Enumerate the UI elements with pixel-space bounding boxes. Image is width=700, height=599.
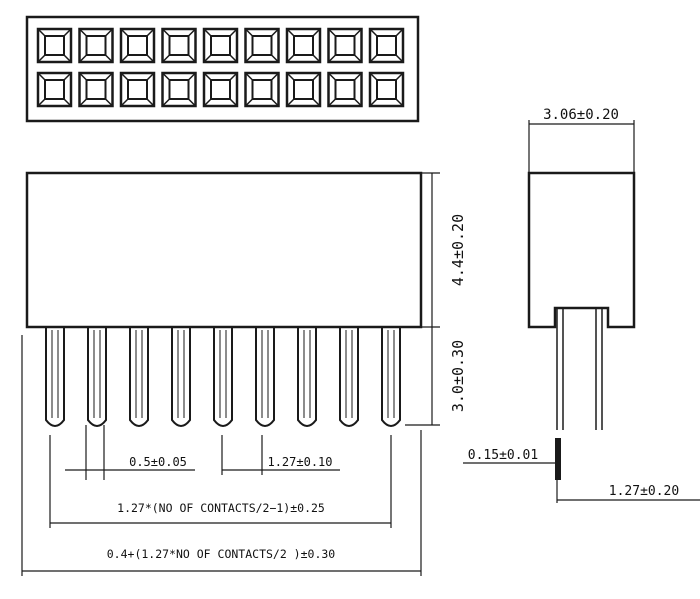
overall-length-label: 0.4+(1.27*NO OF CONTACTS/2 )±0.30: [107, 547, 336, 561]
pin: [129, 327, 149, 427]
contact-cell: [78, 27, 114, 64]
row-spacing-label: 1.27±0.20: [609, 484, 679, 499]
pin: [339, 327, 359, 427]
contact-cell: [244, 27, 280, 64]
pin: [45, 327, 65, 427]
pin: [255, 327, 275, 427]
pin-length-label: 3.0±0.30: [449, 340, 467, 412]
contact-cell: [368, 71, 405, 108]
contact-cell: [119, 27, 156, 64]
pin-thickness-label: 0.15±0.01: [468, 448, 538, 463]
pin-width-label: 0.5±0.05: [129, 455, 187, 469]
pin: [87, 327, 107, 427]
contact-cell: [119, 71, 156, 108]
body-height-label: 4.4±0.20: [449, 214, 467, 286]
contact-cell: [161, 27, 197, 64]
pin: [297, 327, 317, 427]
side-view: 3.06±0.20 0.15±0.01 1.27±0.20: [463, 107, 700, 503]
contact-cell: [202, 71, 239, 108]
top-view-outline: [25, 15, 420, 123]
top-view: [25, 15, 420, 123]
contact-cell: [285, 71, 322, 108]
contact-cell: [36, 27, 73, 64]
contact-cell: [327, 27, 363, 64]
pin-row: [45, 327, 401, 427]
contact-cell: [161, 71, 197, 108]
pin: [381, 327, 401, 427]
contact-cell: [368, 27, 405, 64]
pin: [171, 327, 191, 427]
contact-cell: [244, 71, 280, 108]
side-housing: [527, 171, 636, 329]
contact-cell: [285, 27, 322, 64]
pin-span-label: 1.27*(NO OF CONTACTS/2−1)±0.25: [117, 501, 325, 515]
pin: [213, 327, 233, 427]
contact-cell: [202, 27, 239, 64]
contact-cell: [327, 71, 363, 108]
contact-cell: [78, 71, 114, 108]
pin-thickness-marker: [555, 438, 561, 480]
pitch-label: 1.27±0.10: [267, 455, 332, 469]
contact-cell: [36, 71, 73, 108]
contact-grid: [36, 27, 405, 108]
side-width-label: 3.06±0.20: [543, 107, 619, 123]
housing-body: [25, 171, 423, 329]
front-view: 4.4±0.20 3.0±0.30 0.5±0.05 1.27±0.10 1.2…: [21, 171, 467, 576]
